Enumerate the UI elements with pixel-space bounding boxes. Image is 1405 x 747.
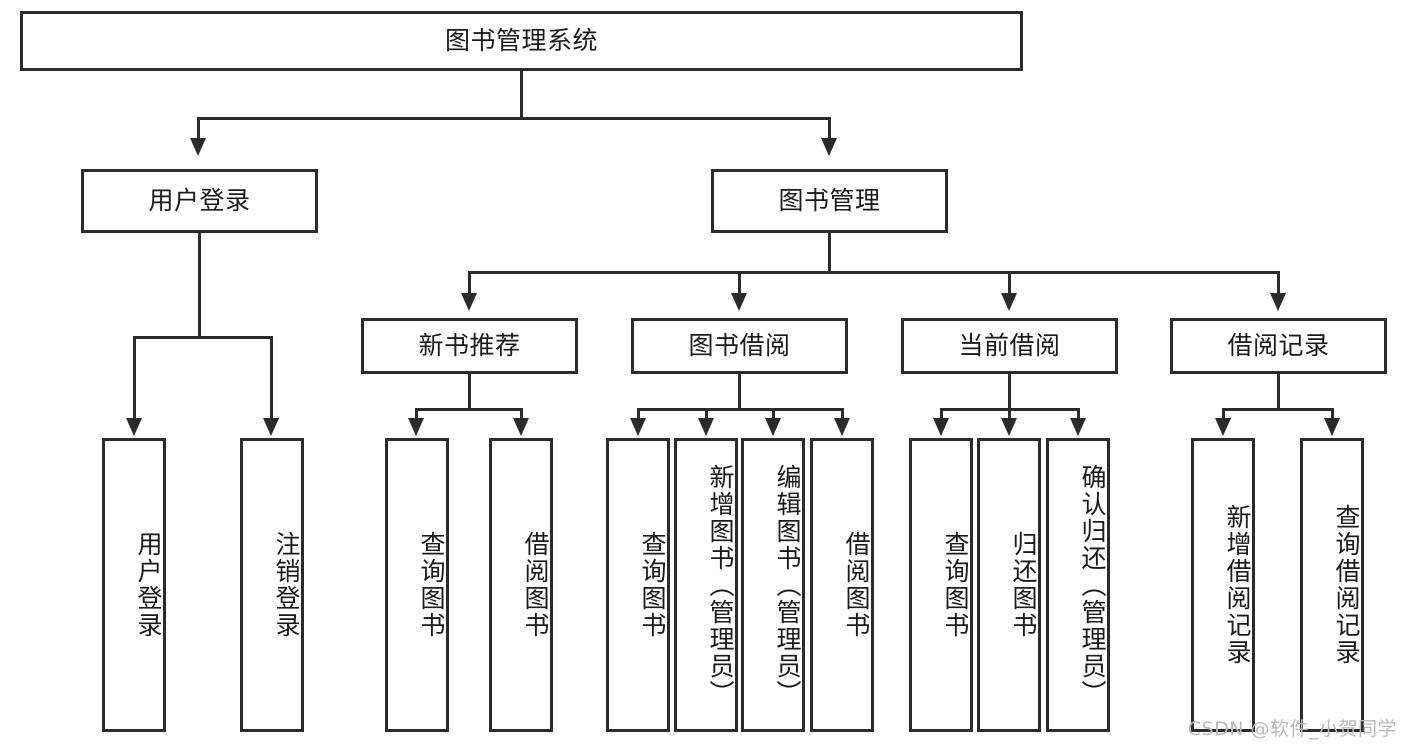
leaf-book-borrow-3[interactable]: 借阅图书 (810, 438, 874, 732)
connector-user-login-stem (198, 233, 201, 336)
leaf-current-borrow-2[interactable]: 确认归还（管理员） (1046, 438, 1110, 732)
node-user-login-label: 用户登录 (148, 186, 251, 216)
leaf-new-book-rec-1-label: 借阅图书 (521, 531, 550, 639)
connector-drop-new-book-rec (468, 271, 471, 295)
node-book-borrow[interactable]: 图书借阅 (631, 318, 848, 374)
connector-book-manage-stem (828, 233, 831, 271)
arrow-leaf-cb-2 (1070, 418, 1086, 436)
arrow-leaf-nbr-1 (513, 418, 529, 436)
connector-drop-book-manage (828, 117, 831, 140)
node-root[interactable]: 图书管理系统 (20, 11, 1023, 71)
leaf-book-borrow-2-label: 编辑图书（管理员） (773, 463, 802, 707)
leaf-new-book-rec-0[interactable]: 查询图书 (385, 438, 449, 732)
leaf-book-borrow-1[interactable]: 新增图书（管理员） (674, 438, 738, 732)
leaf-new-book-rec-1[interactable]: 借阅图书 (489, 438, 553, 732)
connector-book-borrow-stem (738, 374, 741, 408)
connector-book-borrow-bus (637, 408, 844, 411)
node-book-manage-label: 图书管理 (778, 186, 881, 216)
connector-drop-leaf-cb-0 (940, 408, 943, 420)
connector-drop-leaf-cb-2 (1077, 408, 1080, 420)
arrow-leaf-user-login-1 (263, 418, 279, 436)
node-book-manage[interactable]: 图书管理 (711, 169, 948, 233)
arrow-book-manage (821, 138, 837, 156)
connector-drop-leaf-br-1 (1331, 408, 1334, 420)
leaf-user-login-0-label: 用户登录 (134, 531, 163, 639)
leaf-current-borrow-1-label: 归还图书 (1009, 531, 1038, 639)
connector-drop-leaf-bb-1 (705, 408, 708, 420)
node-book-borrow-label: 图书借阅 (688, 331, 791, 361)
connector-drop-leaf-bb-0 (637, 408, 640, 420)
connector-current-borrow-stem (1008, 374, 1011, 408)
arrow-leaf-cb-0 (933, 418, 949, 436)
node-new-book-rec[interactable]: 新书推荐 (361, 318, 578, 374)
connector-drop-leaf-bb-2 (772, 408, 775, 420)
leaf-current-borrow-2-label: 确认归还（管理员） (1078, 463, 1107, 707)
leaf-book-borrow-3-label: 借阅图书 (842, 531, 871, 639)
arrow-leaf-nbr-0 (408, 418, 424, 436)
connector-borrow-record-stem (1277, 374, 1280, 408)
arrow-leaf-bb-0 (630, 418, 646, 436)
connector-drop-leaf-br-0 (1222, 408, 1225, 420)
leaf-current-borrow-0-label: 查询图书 (941, 531, 970, 639)
arrow-leaf-user-login-0 (126, 418, 142, 436)
node-new-book-rec-label: 新书推荐 (418, 331, 521, 361)
leaf-book-borrow-0-label: 查询图书 (638, 531, 667, 639)
node-borrow-record-label: 借阅记录 (1227, 331, 1330, 361)
leaf-borrow-record-0-label: 新增借阅记录 (1223, 504, 1252, 666)
connector-drop-borrow-record (1277, 271, 1280, 295)
arrow-leaf-cb-1 (1001, 418, 1017, 436)
connector-drop-leaf-user-login-1 (270, 336, 273, 420)
connector-level1-bus (197, 117, 830, 120)
connector-level2-bus (468, 271, 1280, 274)
connector-drop-book-borrow (738, 271, 741, 295)
leaf-borrow-record-1[interactable]: 查询借阅记录 (1300, 438, 1364, 732)
leaf-borrow-record-0[interactable]: 新增借阅记录 (1191, 438, 1255, 732)
connector-new-book-rec-stem (468, 374, 471, 408)
connector-drop-leaf-nbr-1 (520, 408, 523, 420)
arrow-current-borrow (1001, 293, 1017, 311)
arrow-new-book-rec (461, 293, 477, 311)
arrow-user-login (190, 138, 206, 156)
arrow-borrow-record (1270, 293, 1286, 311)
node-current-borrow-label: 当前借阅 (958, 331, 1061, 361)
leaf-book-borrow-2[interactable]: 编辑图书（管理员） (741, 438, 805, 732)
arrow-leaf-br-0 (1215, 418, 1231, 436)
arrow-leaf-bb-1 (698, 418, 714, 436)
connector-drop-leaf-cb-1 (1008, 408, 1011, 420)
connector-user-login-bus (133, 336, 273, 339)
leaf-user-login-0[interactable]: 用户登录 (102, 438, 166, 732)
leaf-user-login-1-label: 注销登录 (272, 531, 301, 639)
leaf-book-borrow-0[interactable]: 查询图书 (606, 438, 670, 732)
connector-drop-leaf-nbr-0 (415, 408, 418, 420)
arrow-book-borrow (731, 293, 747, 311)
connector-drop-leaf-bb-3 (841, 408, 844, 420)
leaf-new-book-rec-0-label: 查询图书 (417, 531, 446, 639)
leaf-current-borrow-1[interactable]: 归还图书 (977, 438, 1041, 732)
connector-borrow-record-bus (1222, 408, 1334, 411)
node-root-label: 图书管理系统 (444, 26, 598, 56)
connector-drop-user-login (197, 117, 200, 140)
leaf-user-login-1[interactable]: 注销登录 (240, 438, 304, 732)
connector-drop-current-borrow (1008, 271, 1011, 295)
node-user-login[interactable]: 用户登录 (81, 169, 318, 233)
arrow-leaf-bb-2 (765, 418, 781, 436)
connector-drop-leaf-user-login-0 (133, 336, 136, 420)
arrow-leaf-br-1 (1324, 418, 1340, 436)
arrow-leaf-bb-3 (834, 418, 850, 436)
leaf-borrow-record-1-label: 查询借阅记录 (1332, 504, 1361, 666)
node-borrow-record[interactable]: 借阅记录 (1170, 318, 1387, 374)
leaf-current-borrow-0[interactable]: 查询图书 (909, 438, 973, 732)
node-current-borrow[interactable]: 当前借阅 (901, 318, 1118, 374)
leaf-book-borrow-1-label: 新增图书（管理员） (706, 463, 735, 707)
connector-root-stem (520, 71, 523, 117)
connector-new-book-rec-bus (415, 408, 523, 411)
